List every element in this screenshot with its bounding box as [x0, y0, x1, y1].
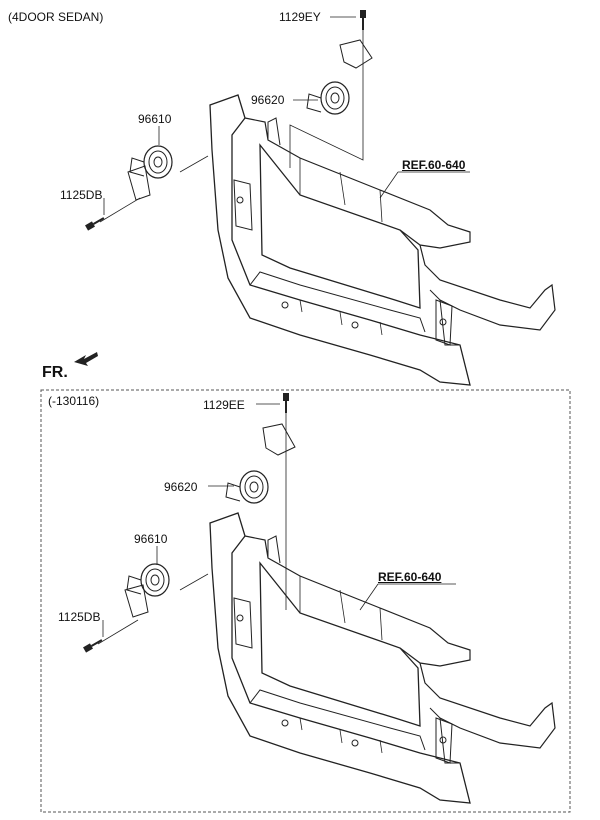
part-label-96620-bottom: 96620 [164, 480, 198, 494]
bolt-1125db-bottom [82, 636, 105, 654]
horn-96620-bottom [225, 470, 269, 504]
bolt-1125db-top [84, 214, 107, 232]
ref-label-bottom[interactable]: REF.60-640 [378, 570, 442, 584]
leader-lines-bottom [97, 403, 456, 645]
horn-96620-top [306, 81, 350, 115]
bracket-bottom [262, 423, 296, 456]
carrier-top [209, 94, 556, 386]
part-label-1125db-top: 1125DB [60, 188, 103, 202]
variant-label-top: (4DOOR SEDAN) [8, 10, 104, 24]
horn-96610-top [129, 145, 173, 179]
bolt-1129ey-top [359, 9, 367, 31]
bracket-side-bottom [124, 584, 149, 618]
variant-label-bottom: (-130116) [48, 394, 100, 408]
variant-box [40, 389, 571, 813]
part-label-96620-top: 96620 [251, 93, 285, 107]
horn-96610-bottom [126, 563, 170, 597]
bracket-side-top [127, 165, 151, 201]
part-label-96610-bottom: 96610 [134, 532, 168, 546]
front-arrow-icon [74, 352, 98, 366]
ref-label-top[interactable]: REF.60-640 [402, 158, 466, 172]
leader-lines-top [99, 16, 470, 223]
carrier-bottom [209, 512, 556, 804]
part-label-96610-top: 96610 [138, 112, 172, 126]
front-direction-label: FR. [42, 364, 68, 381]
bolt-1129ee-bottom [282, 392, 290, 414]
part-label-1129ee: 1129EE [203, 398, 245, 412]
part-label-1125db-bottom: 1125DB [58, 610, 101, 624]
part-label-1129ey: 1129EY [279, 10, 321, 24]
bracket-top [339, 39, 373, 69]
